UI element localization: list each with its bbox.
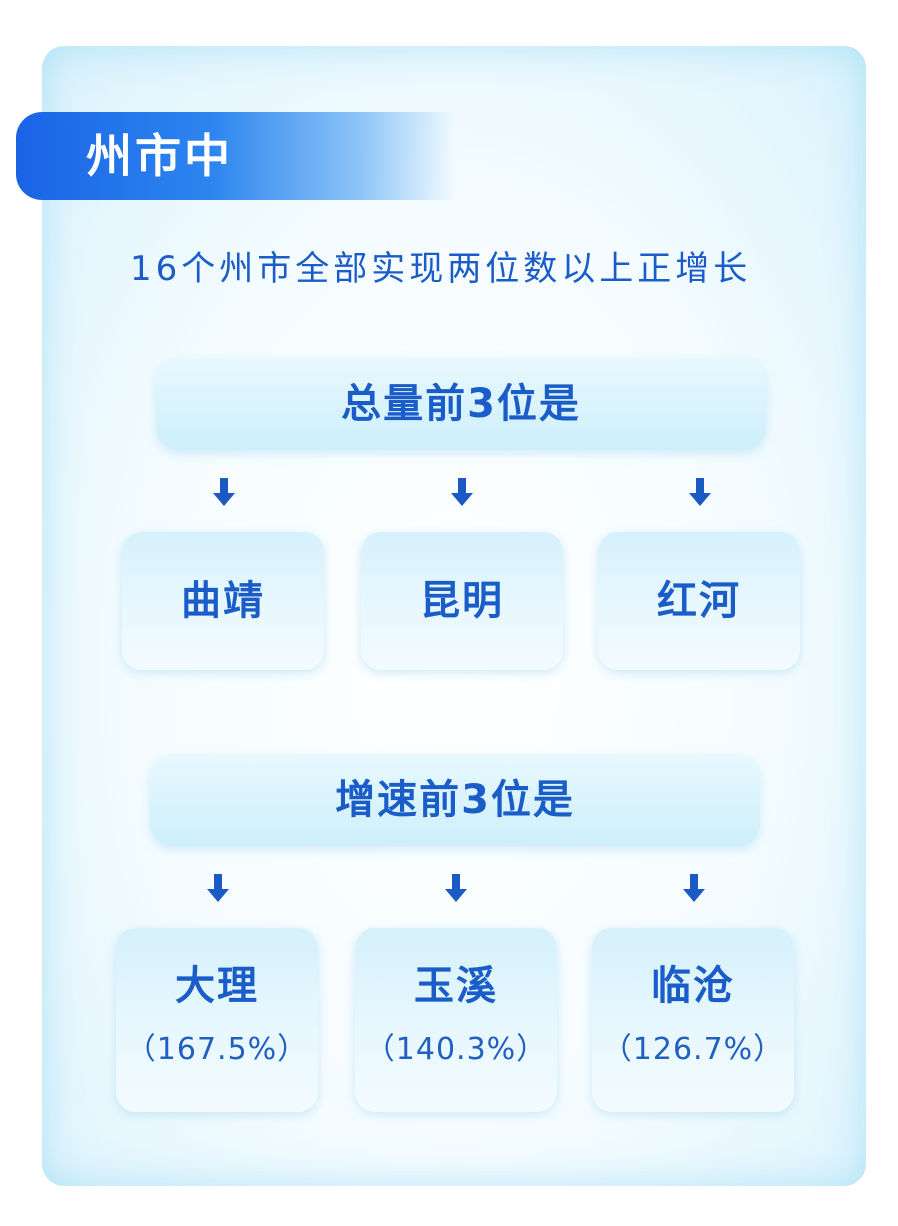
total-item-box: 红河 bbox=[598, 532, 800, 670]
arrow-down-icon bbox=[213, 478, 235, 506]
city-name: 临沧 bbox=[651, 963, 735, 1009]
city-name: 玉溪 bbox=[414, 963, 498, 1009]
arrow-down-icon bbox=[451, 478, 473, 506]
growth-rate: （126.7%） bbox=[601, 1032, 785, 1067]
headline: 16个州市全部实现两位数以上正增长 bbox=[130, 249, 752, 289]
total-item-box: 曲靖 bbox=[122, 532, 324, 670]
arrow-down-icon bbox=[207, 874, 229, 902]
city-name: 曲靖 bbox=[181, 578, 265, 624]
city-name: 昆明 bbox=[420, 578, 504, 624]
growth-rate: （140.3%） bbox=[364, 1032, 548, 1067]
total-item-box: 昆明 bbox=[361, 532, 563, 670]
growth-top3-title: 增速前3位是 bbox=[150, 754, 760, 846]
arrow-down-icon bbox=[683, 874, 705, 902]
growth-item-box: 临沧 （126.7%） bbox=[592, 928, 794, 1112]
growth-rate: （167.5%） bbox=[125, 1032, 309, 1067]
city-name: 大理 bbox=[175, 963, 259, 1009]
city-name: 红河 bbox=[657, 578, 741, 624]
growth-item-box: 大理 （167.5%） bbox=[116, 928, 318, 1112]
arrow-down-icon bbox=[445, 874, 467, 902]
section-tab: 州市中 bbox=[16, 112, 456, 200]
total-top3-title: 总量前3位是 bbox=[156, 358, 766, 450]
growth-item-box: 玉溪 （140.3%） bbox=[355, 928, 557, 1112]
arrow-down-icon bbox=[689, 478, 711, 506]
section-title: 州市中 bbox=[86, 129, 233, 183]
